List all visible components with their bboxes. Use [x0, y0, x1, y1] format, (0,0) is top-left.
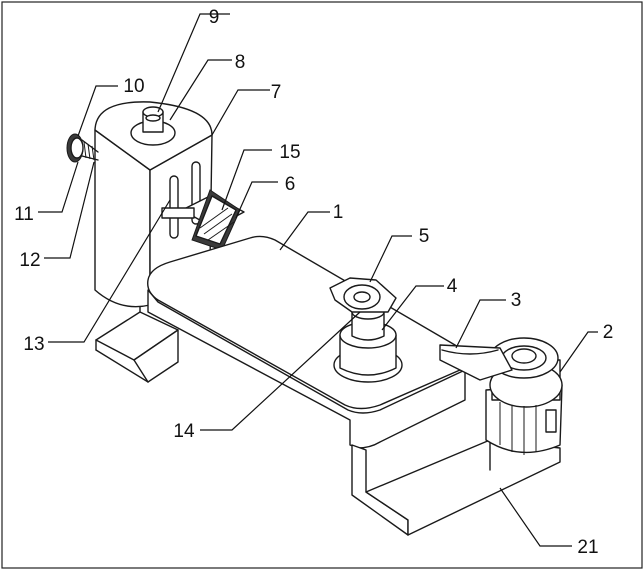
- label-11: 11: [14, 204, 34, 225]
- motor: [485, 337, 563, 455]
- label-6: 6: [285, 174, 296, 195]
- part-labels: 9 8 7 10 15 6 11 1 5 12 4 3 2 13 14 21: [14, 7, 613, 558]
- label-10: 10: [123, 76, 144, 97]
- label-7: 7: [271, 82, 282, 103]
- column-assembly: [329, 277, 403, 383]
- label-3: 3: [511, 290, 522, 311]
- belt: [439, 344, 513, 381]
- label-2: 2: [603, 322, 614, 343]
- label-1: 1: [333, 202, 344, 223]
- label-8: 8: [235, 52, 246, 73]
- right-bracket: [351, 439, 561, 536]
- label-21: 21: [577, 537, 598, 558]
- label-4: 4: [447, 276, 458, 297]
- left-bracket: [95, 299, 179, 383]
- label-14: 14: [173, 421, 195, 442]
- label-5: 5: [419, 226, 430, 247]
- top-bolt: [130, 106, 176, 146]
- leader-lines: [38, 13, 598, 547]
- label-9: 9: [209, 7, 220, 28]
- side-knob: [66, 133, 99, 163]
- clamp-plate: [161, 189, 245, 251]
- label-15: 15: [279, 142, 300, 163]
- label-13: 13: [23, 334, 44, 355]
- main-plate: [147, 235, 466, 449]
- label-12: 12: [19, 250, 40, 271]
